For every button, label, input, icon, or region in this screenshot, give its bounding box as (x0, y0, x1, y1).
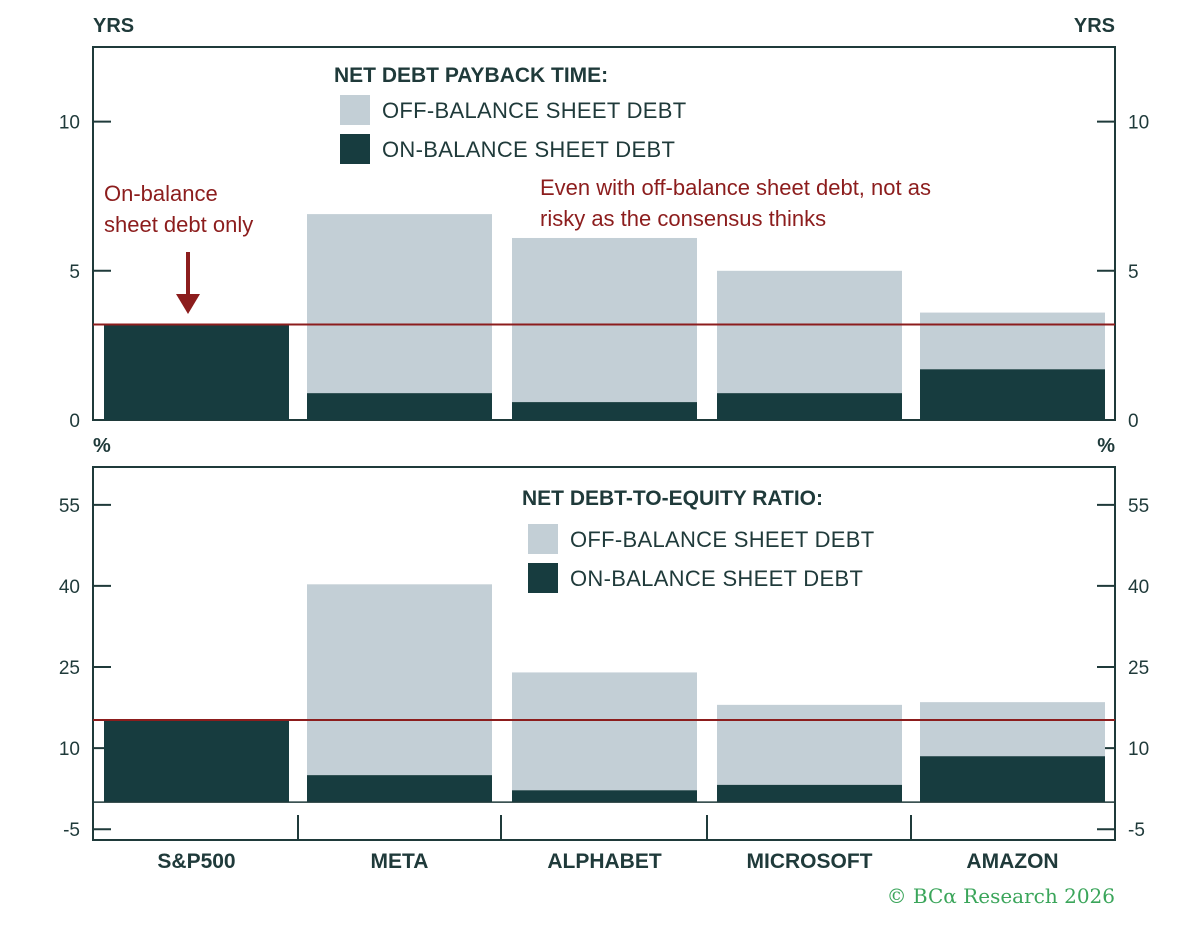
category-axis: S&P500 META ALPHABET MICROSOFT AMAZON (157, 815, 1059, 873)
bar-off-balance (512, 672, 697, 791)
legend-swatch-on-balance (340, 134, 370, 164)
bar-on-balance (104, 324, 289, 420)
annotation-line: sheet debt only (104, 212, 253, 237)
right-tick-label: 40 (1128, 577, 1149, 598)
left-tick-label: 5 (69, 262, 80, 283)
right-tick-label: 55 (1128, 496, 1149, 517)
bar-on-balance (307, 393, 492, 420)
category-label: S&P500 (157, 850, 235, 873)
bar-on-balance (717, 784, 902, 803)
debt-to-equity-panel: %% -5 -5 10 10 25 25 40 40 55 55 NET DEBT-TO-EQUITY… (59, 435, 1149, 841)
legend-label-off-balance: OFF-BALANCE SHEET DEBT (382, 98, 686, 123)
legend-swatch-off-balance (528, 524, 558, 554)
left-tick-label: -5 (63, 820, 80, 841)
left-tick-label: 10 (59, 113, 80, 134)
category-label: ALPHABET (547, 850, 662, 873)
right-tick-label: 10 (1128, 113, 1149, 134)
annotation-arrow-head (176, 294, 200, 314)
left-unit-label: YRS (93, 15, 134, 37)
bar-off-balance (920, 702, 1105, 757)
right-tick-label: 10 (1128, 739, 1149, 760)
bar-on-balance (920, 369, 1105, 420)
bar-on-balance (104, 719, 289, 803)
left-tick-label: 55 (59, 496, 80, 517)
left-unit-label: % (93, 435, 111, 457)
bar-off-balance (307, 214, 492, 394)
legend-label-on-balance: ON-BALANCE SHEET DEBT (570, 566, 863, 591)
left-tick-label: 10 (59, 739, 80, 760)
legend-label-on-balance: ON-BALANCE SHEET DEBT (382, 137, 675, 162)
left-tick-label: 40 (59, 577, 80, 598)
legend-label-off-balance: OFF-BALANCE SHEET DEBT (570, 527, 874, 552)
legend-swatch-off-balance (340, 95, 370, 125)
bar-on-balance (512, 402, 697, 420)
left-tick-label: 25 (59, 658, 80, 679)
legend-title: NET DEBT-TO-EQUITY RATIO: (522, 487, 823, 510)
left-tick-label: 0 (69, 411, 80, 432)
legend-title: NET DEBT PAYBACK TIME: (334, 64, 608, 87)
bar-off-balance (717, 270, 902, 394)
right-tick-label: 5 (1128, 262, 1139, 283)
copyright-text: © BCα Research 2026 (887, 884, 1115, 908)
annotation-line: Even with off-balance sheet debt, not as (540, 175, 931, 200)
annotation-line: On-balance (104, 181, 218, 206)
payback-time-panel: YRS YRS 0 0 5 5 10 10 NET DEBT PAYBACK TIME: OFF-… (59, 15, 1149, 432)
right-tick-label: -5 (1128, 820, 1145, 841)
right-tick-label: 25 (1128, 658, 1149, 679)
right-unit-label: YRS (1074, 15, 1115, 37)
bar-on-balance (920, 756, 1105, 803)
bar-off-balance (717, 704, 902, 785)
bar-off-balance (920, 312, 1105, 370)
bar-on-balance (717, 393, 902, 420)
annotation-line: risky as the consensus thinks (540, 206, 826, 231)
plot-frame (92, 466, 1116, 841)
bar-on-balance (512, 790, 697, 803)
bar-off-balance (307, 584, 492, 776)
category-label: META (371, 850, 429, 873)
right-tick-label: 0 (1128, 411, 1139, 432)
bar-off-balance (512, 237, 697, 403)
category-label: MICROSOFT (747, 850, 873, 873)
right-unit-label: % (1097, 435, 1115, 457)
legend-swatch-on-balance (528, 563, 558, 593)
bar-on-balance (307, 775, 492, 803)
category-label: AMAZON (966, 850, 1058, 873)
